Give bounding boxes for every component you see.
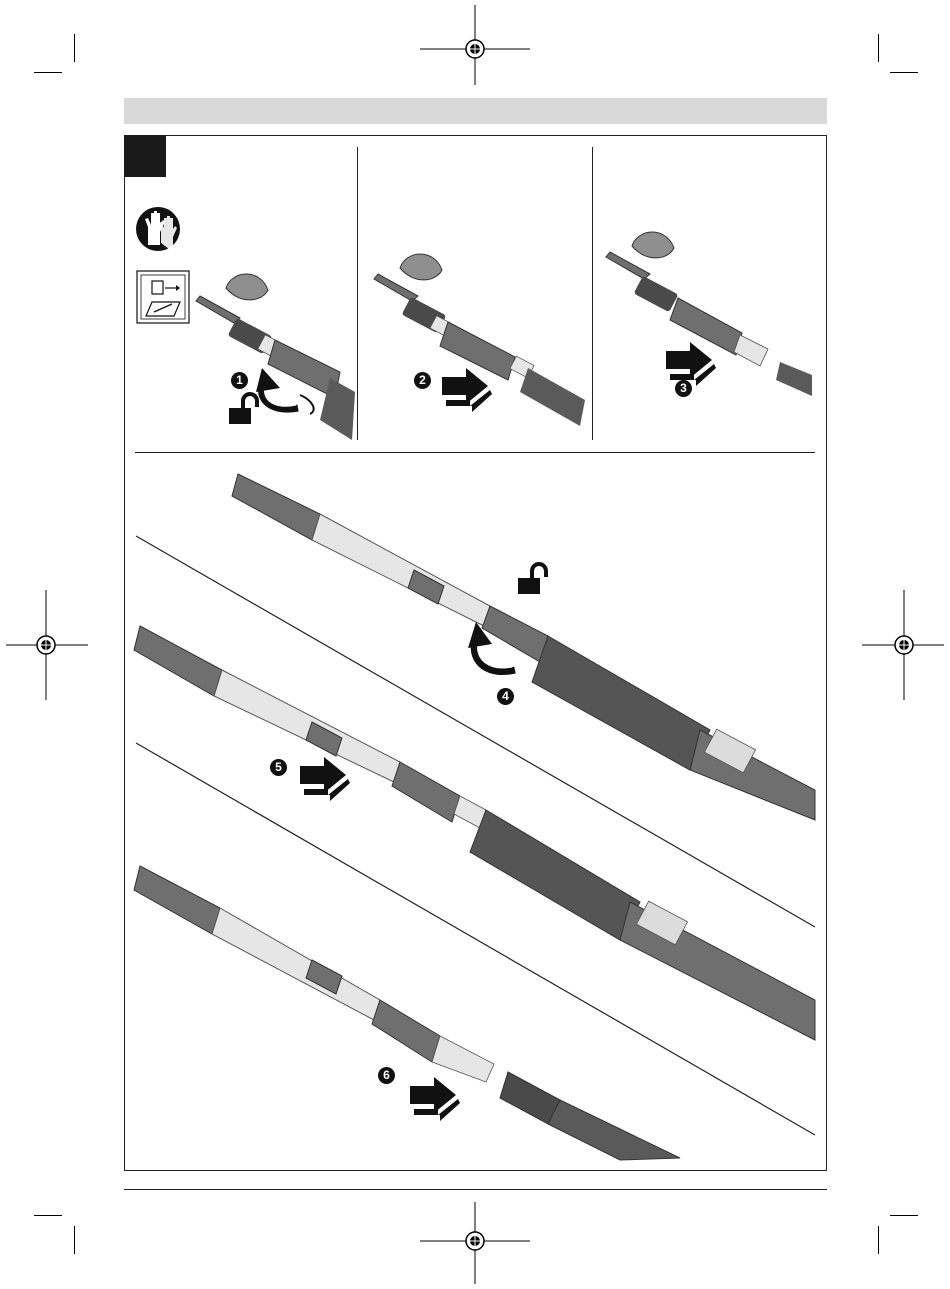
read-manual-icon xyxy=(137,271,189,323)
step-badge-4: 4 xyxy=(497,688,514,705)
push-arrow-icon xyxy=(300,757,350,801)
push-arrow-icon xyxy=(442,368,492,412)
step-badge-3: 3 xyxy=(675,380,692,397)
step-badge-2: 2 xyxy=(414,372,431,389)
push-arrow-icon xyxy=(666,342,716,386)
unlock-padlock-icon xyxy=(518,564,546,594)
telescopic-pole-2 xyxy=(134,626,815,1040)
step-badge-6: 6 xyxy=(378,1067,395,1084)
step-badge-1: 1 xyxy=(231,372,248,389)
diagonal-divider-1 xyxy=(136,536,815,927)
step-badge-5: 5 xyxy=(270,759,287,776)
gloves-icon xyxy=(136,207,180,252)
unlock-padlock-icon xyxy=(229,394,257,424)
push-arrow-icon xyxy=(410,1077,460,1121)
panel1-pruner xyxy=(196,274,355,440)
